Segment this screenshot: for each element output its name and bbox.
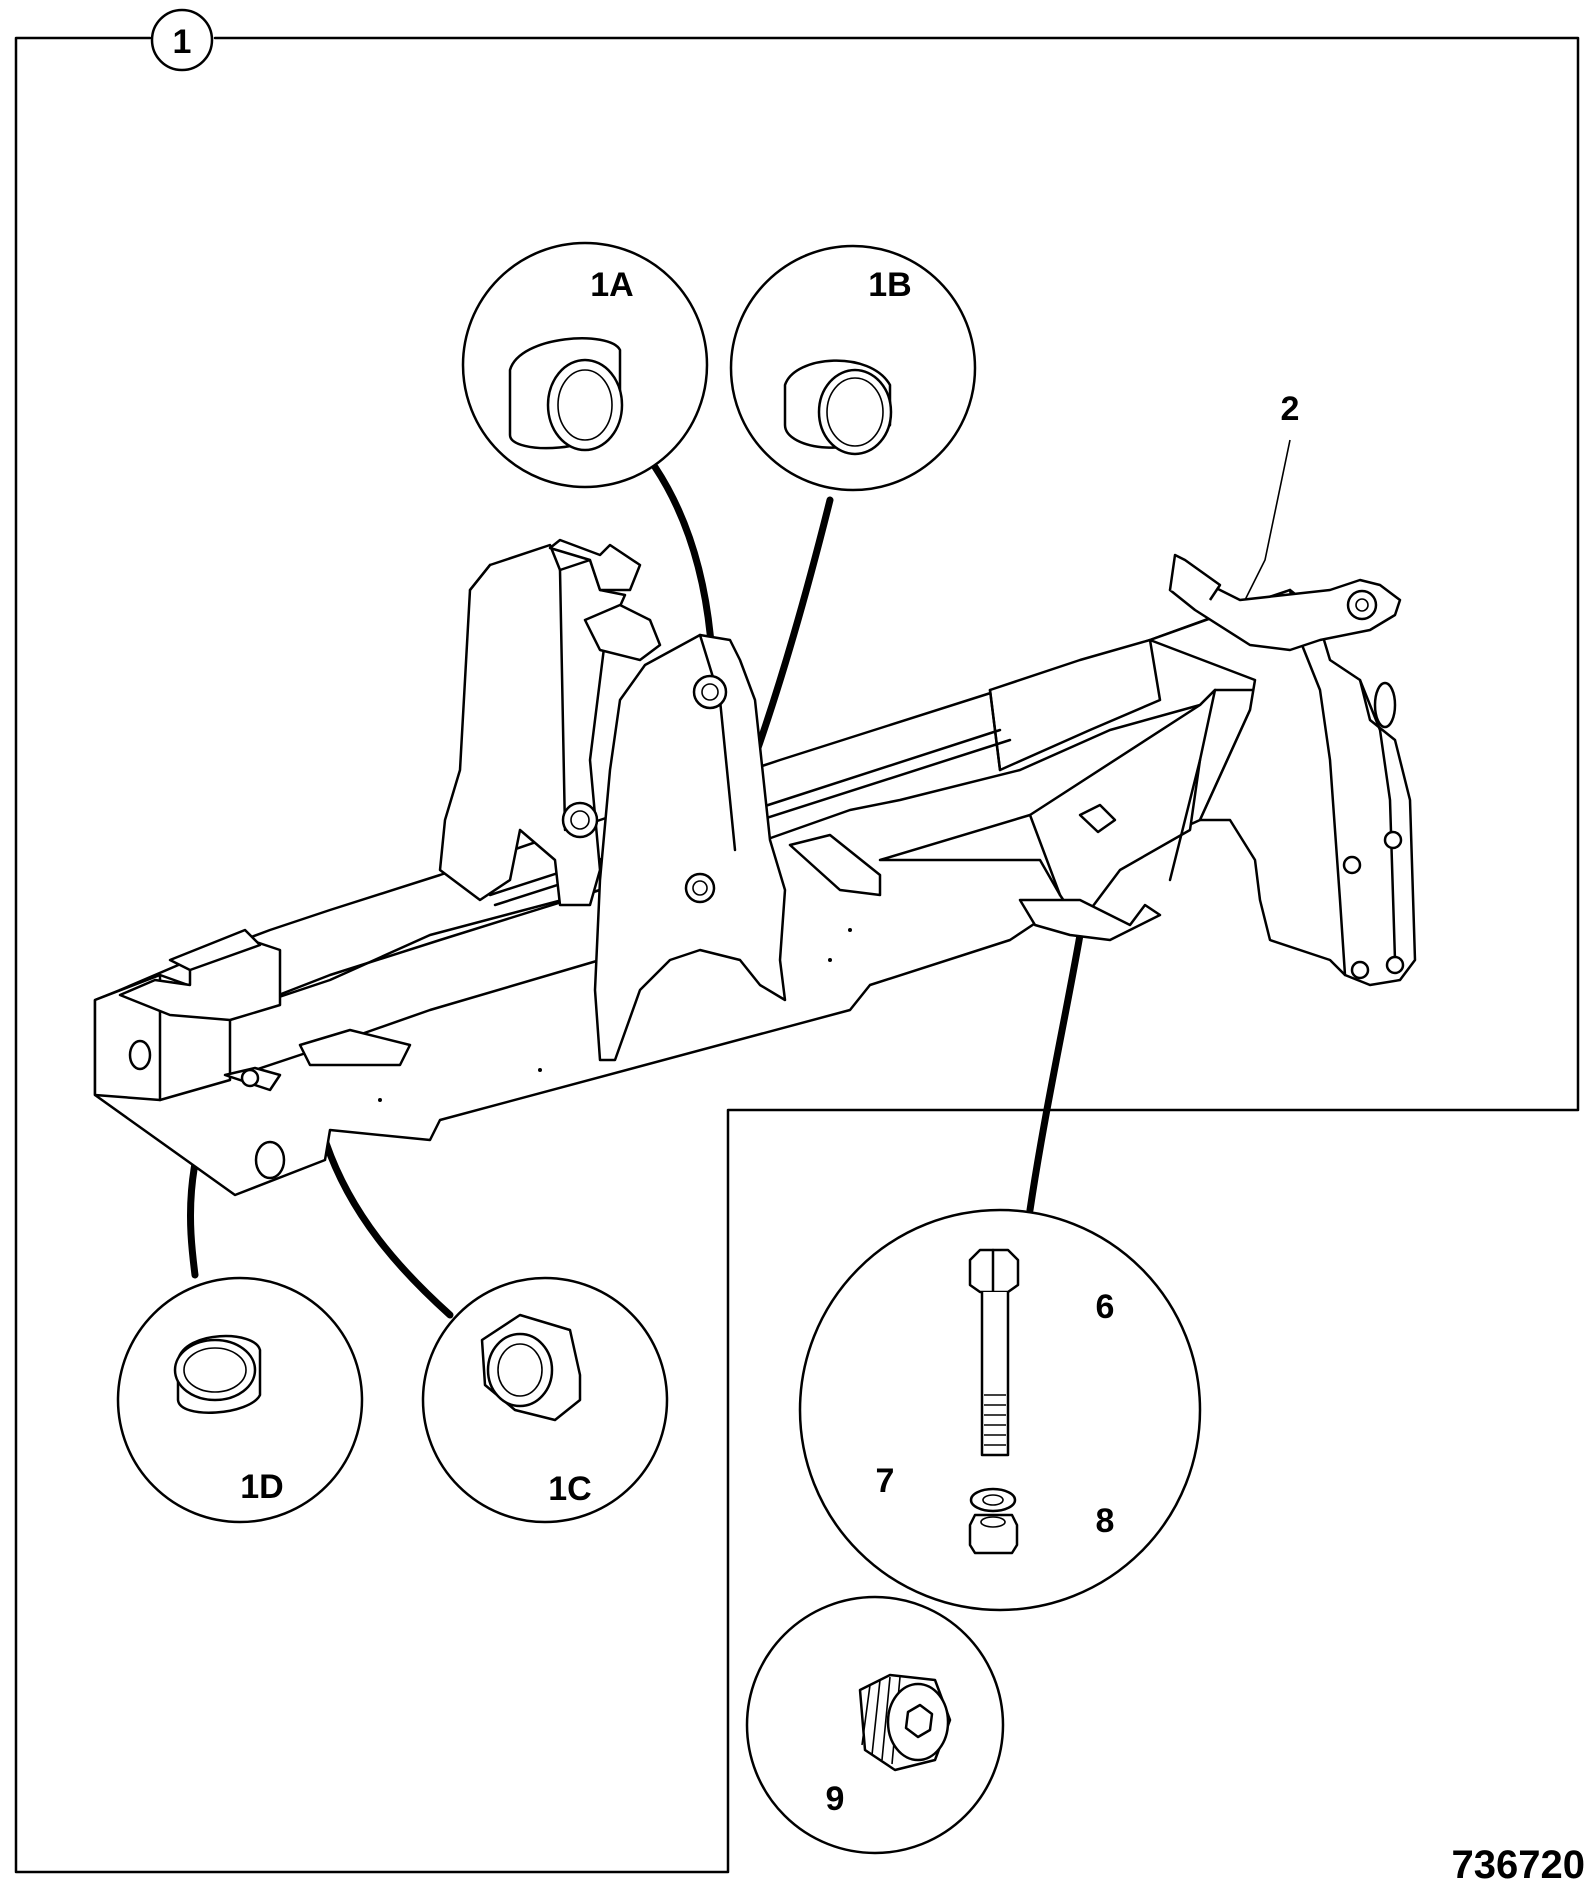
chassis-frame [93, 538, 1417, 1197]
detail-circle-1b: 1B [729, 244, 977, 492]
detail-circle-fasteners: 6 7 8 [798, 1208, 1202, 1612]
callout-6: 6 [1096, 1288, 1115, 1326]
callout-1: 1 [173, 23, 192, 61]
assembly-border: 1 [14, 8, 1580, 1874]
callout-8: 8 [1096, 1502, 1115, 1540]
callout-1d: 1D [240, 1468, 283, 1506]
callout-7: 7 [876, 1462, 895, 1500]
detail-circle-1c: 1C [421, 1276, 669, 1524]
callout-1b: 1B [868, 266, 911, 304]
callout-9: 9 [826, 1780, 845, 1818]
detail-circle-1a: 1A [461, 241, 709, 489]
callout-2: 2 [1281, 390, 1300, 428]
callout-1c: 1C [548, 1470, 591, 1508]
reference-number: 736720 [1452, 1843, 1585, 1887]
detail-circle-1d: 1D [116, 1276, 364, 1524]
callout-1a: 1A [590, 266, 633, 304]
detail-circle-plug: 9 [745, 1595, 1005, 1855]
